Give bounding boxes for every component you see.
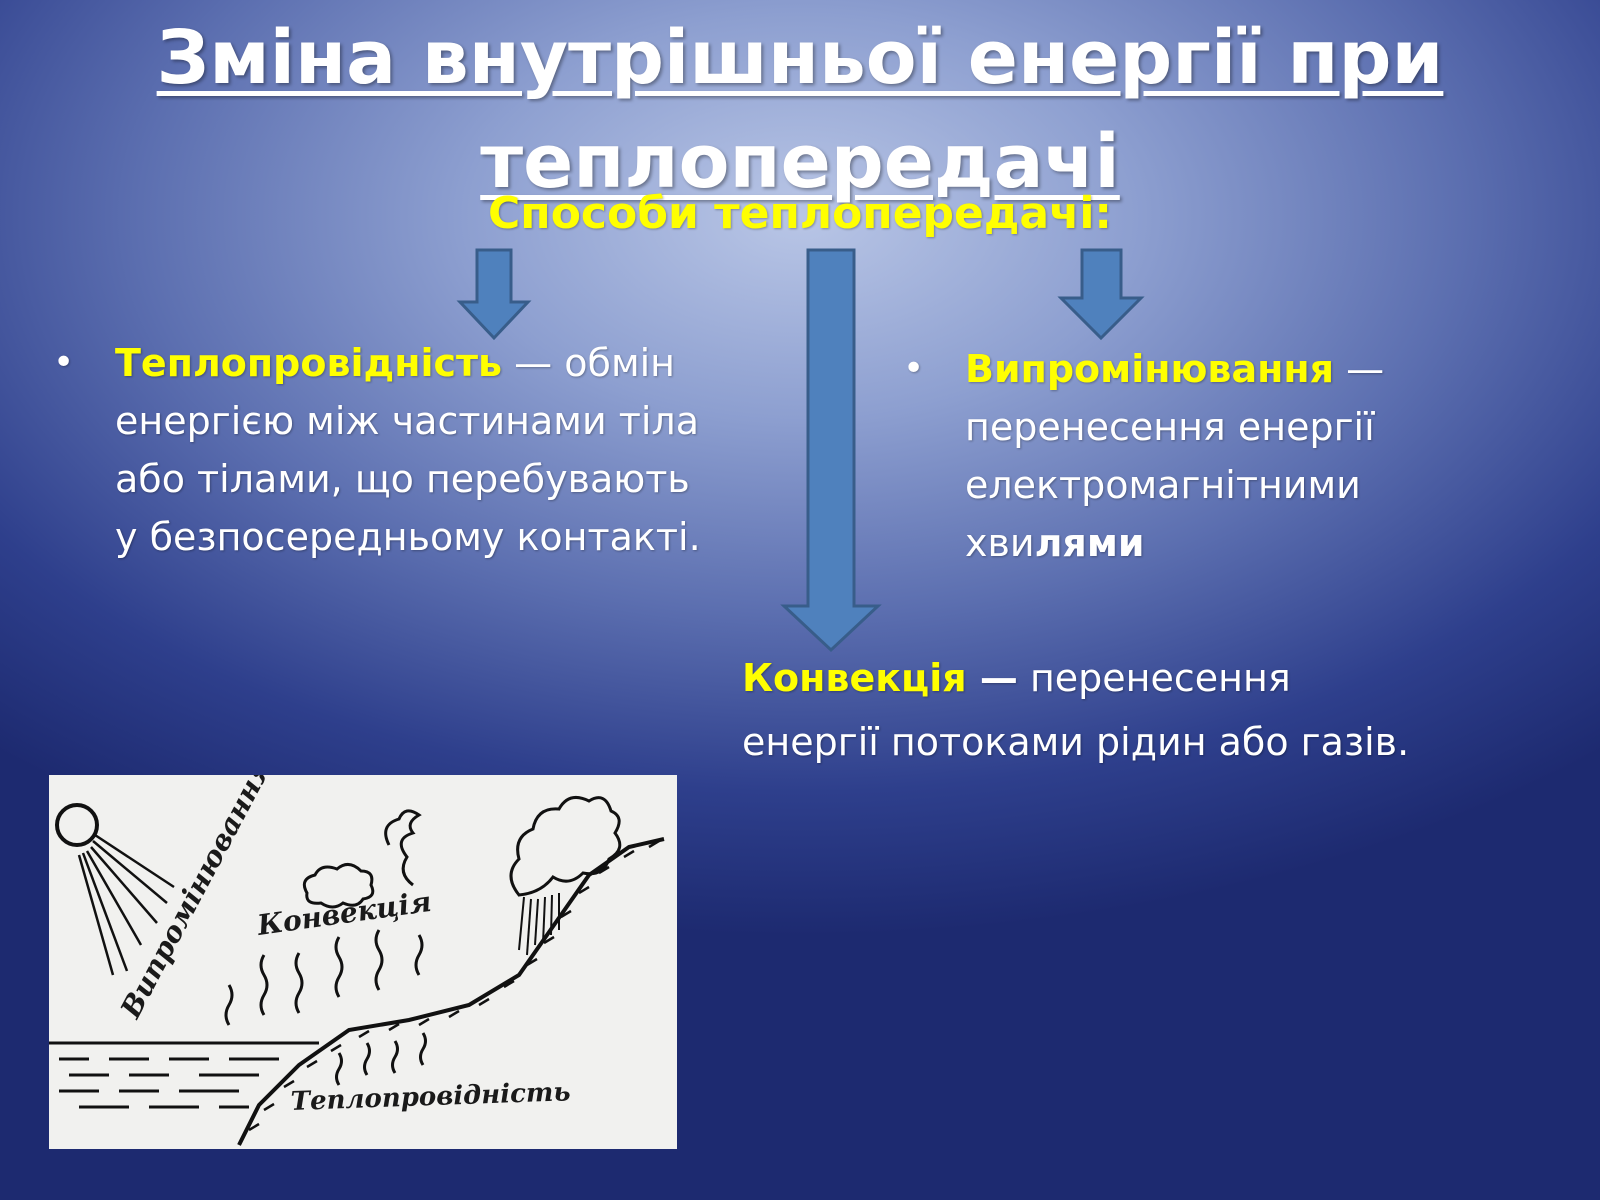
convection-squiggles bbox=[224, 929, 427, 1086]
conduction-bullet: • Теплопровідність — обмін енергією між … bbox=[53, 334, 715, 566]
mountain-outline bbox=[237, 837, 665, 1146]
slide-title-line1: Зміна внутрішньої енергії при bbox=[156, 15, 1444, 101]
arrow-down-right bbox=[1057, 248, 1145, 341]
illustration-drawing: Випромінювання Конвекція Теплопровідніст… bbox=[49, 754, 665, 1146]
figure-label-convection: Конвекція bbox=[254, 885, 433, 942]
storm-cloud bbox=[509, 795, 622, 897]
radiation-dash: — bbox=[1334, 347, 1385, 391]
water-lines bbox=[49, 1041, 319, 1109]
radiation-bullet: • Випромінювання — перенесення енергії е… bbox=[903, 340, 1525, 572]
slide-title: Зміна внутрішньої енергії при теплоперед… bbox=[0, 6, 1600, 214]
convection-dash: — bbox=[966, 656, 1018, 700]
bullet-icon: • bbox=[903, 348, 925, 389]
slide-title-line2: теплопередачі bbox=[480, 119, 1120, 205]
arrow-down-left bbox=[456, 248, 532, 341]
figure-label-conduction: Теплопровідність bbox=[290, 1077, 571, 1117]
sun-rays bbox=[77, 833, 175, 976]
heat-transfer-illustration: Випромінювання Конвекція Теплопровідніст… bbox=[49, 754, 677, 1149]
cloud-swirl bbox=[384, 809, 422, 887]
bullet-icon: • bbox=[53, 342, 75, 383]
arrow-down-center bbox=[780, 248, 882, 653]
radiation-term: Випромінювання bbox=[965, 347, 1335, 391]
cloud-icon bbox=[302, 863, 375, 909]
convection-term: Конвекція bbox=[742, 656, 967, 700]
slide-subtitle: Способи теплопередачі: bbox=[488, 188, 1112, 239]
mountain-hatching bbox=[248, 839, 660, 1132]
conduction-dash: — bbox=[502, 341, 553, 385]
conduction-definition: обмін енергією між частинами тіла або ті… bbox=[115, 341, 701, 559]
sun-icon bbox=[55, 803, 99, 847]
radiation-definition: перенесення енергії електромагнітними хв… bbox=[965, 405, 1375, 565]
radiation-definition-bold: лями bbox=[1034, 521, 1145, 565]
conduction-term: Теплопровідність bbox=[115, 341, 503, 385]
convection-text: Конвекція — перенесення енергії потоками… bbox=[742, 646, 1432, 774]
convection-definition: перенесення енергії потоками рідин або г… bbox=[742, 656, 1410, 764]
